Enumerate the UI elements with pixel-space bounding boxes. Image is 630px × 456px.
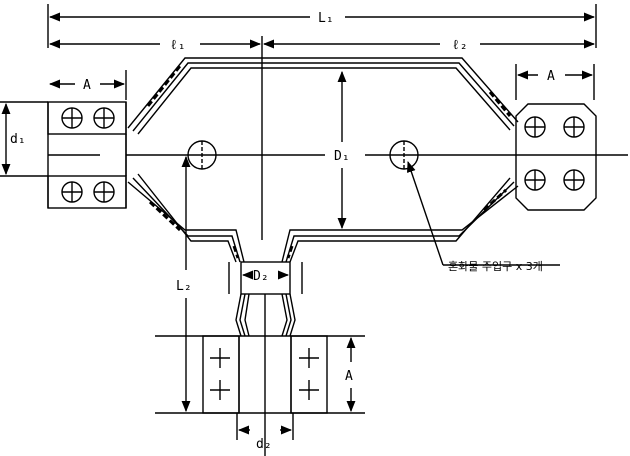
label-D1: D₁ <box>334 149 350 164</box>
dimension-d2 <box>236 413 294 440</box>
callout-leader <box>407 160 560 266</box>
bolt-icon <box>61 181 83 203</box>
insulation-hatch <box>146 65 512 259</box>
label-A-left: A <box>83 78 91 93</box>
bolt-cross-icon <box>210 380 230 400</box>
label-A-bottom: A <box>345 369 353 384</box>
label-L2: L₂ <box>176 279 192 294</box>
bolt-icon <box>563 116 585 138</box>
bolt-cross-icon <box>299 380 319 400</box>
label-A-right: A <box>547 69 555 84</box>
dimension-A-left <box>48 70 127 100</box>
label-d2: d₂ <box>256 437 272 452</box>
bolt-icon <box>93 107 115 129</box>
label-l1: ℓ₁ <box>170 38 186 53</box>
label-l2: ℓ₂ <box>452 38 468 53</box>
pipe-upper <box>127 57 519 135</box>
bolt-icon <box>563 169 585 191</box>
right-flange <box>515 103 597 211</box>
bolt-icon <box>524 116 546 138</box>
injection-port-icon <box>389 140 419 170</box>
bolt-cross-icon <box>210 348 230 368</box>
injection-port-icon <box>187 140 217 170</box>
bolt-icon <box>524 169 546 191</box>
branch-pipe <box>235 293 296 456</box>
bolt-icon <box>61 107 83 129</box>
bolt-icon <box>93 181 115 203</box>
callout-injection-ports: 혼화물 주입구 x 3개 <box>448 260 543 273</box>
bottom-flange <box>155 335 365 414</box>
dimension-L1 <box>47 4 597 48</box>
label-d1: d₁ <box>10 132 26 147</box>
dimension-l1-l2 <box>48 36 596 240</box>
bolt-cross-icon <box>299 348 319 368</box>
label-D2: D₂ <box>253 269 269 284</box>
dimension-A-right <box>515 64 595 100</box>
label-L1: L₁ <box>318 11 334 26</box>
